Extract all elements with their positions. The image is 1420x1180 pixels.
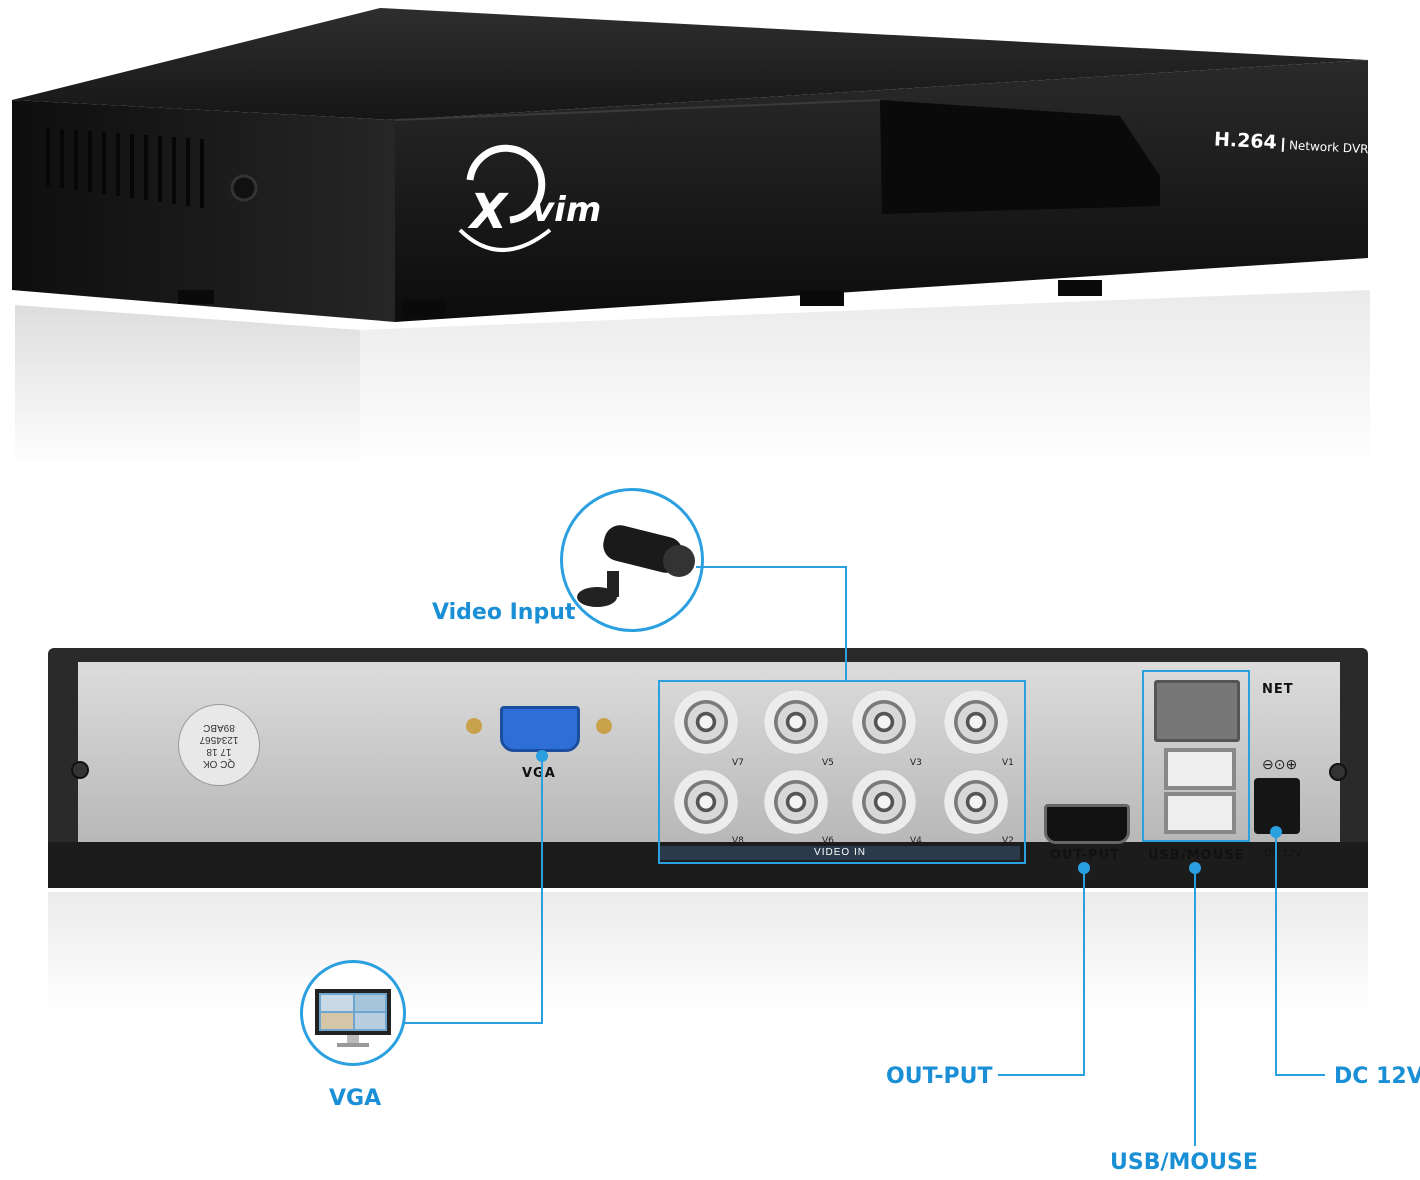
video-in-label: VIDEO IN: [814, 847, 866, 858]
connector-line: [998, 1074, 1085, 1076]
channel-label: V2: [1002, 836, 1014, 846]
connector-line: [400, 1022, 543, 1024]
qc-sticker: QC OK 17 18 1234567 89ABC: [178, 704, 260, 786]
rear-output-label: OUT-PUT: [1050, 848, 1120, 863]
vga-port: [500, 706, 580, 752]
connector-line: [1275, 834, 1277, 1076]
bnc-connector-v5: [764, 690, 828, 754]
sticker-line: 89ABC: [203, 722, 235, 733]
rear-net-label: NET: [1262, 682, 1294, 697]
sticker-line: 17 18: [206, 746, 232, 757]
rear-usb-label: USB/MOUSE: [1148, 848, 1245, 863]
camera-thumbnail: [560, 488, 704, 632]
callout-usb-mouse: USB/MOUSE: [1110, 1150, 1258, 1175]
sticker-line: QC OK: [202, 758, 236, 769]
bnc-connector-v6: [764, 770, 828, 834]
hdmi-port: [1044, 804, 1130, 844]
output-pin-dot: [1078, 862, 1090, 874]
bullet-camera-icon: [577, 525, 695, 607]
channel-label: V8: [732, 836, 744, 846]
dvr-rear-panel: QC OK 17 18 1234567 89ABC VGA V7 V5 V3 V…: [48, 648, 1368, 890]
vga-screw-right: [596, 718, 612, 734]
dvr-front-view: X vim H.264 Network DVR: [0, 0, 1420, 470]
dvr-front-illustration: X: [12, 8, 1370, 470]
callout-video-input: Video Input: [432, 600, 576, 625]
connector-line: [541, 760, 543, 1024]
usb-mouse-highlight: [1142, 670, 1250, 842]
dc-pin-dot: [1270, 826, 1282, 838]
video-input-highlight: [658, 680, 1026, 864]
bnc-connector-v8: [674, 770, 738, 834]
dc-polarity-icon: ⊖⊙⊕: [1262, 756, 1298, 772]
model-label: H.264: [1213, 128, 1278, 154]
channel-label: V4: [910, 836, 922, 846]
connector-line: [696, 566, 846, 568]
usb-pin-dot: [1189, 862, 1201, 874]
vga-pin-dot: [536, 750, 548, 762]
bnc-connector-v4: [852, 770, 916, 834]
sticker-line: 1234567: [199, 734, 239, 745]
brand-logo-text: vim: [532, 190, 602, 230]
connector-line: [1194, 870, 1196, 1146]
usb-port-top: [1164, 748, 1236, 790]
monitor-icon: [315, 989, 391, 1047]
svg-text:X: X: [467, 184, 509, 240]
usb-port-bottom: [1164, 792, 1236, 834]
channel-label: V1: [1002, 758, 1014, 768]
vga-screw-left: [466, 718, 482, 734]
rear-dc-label: DC 12V: [1264, 848, 1302, 859]
rear-vga-label: VGA: [522, 766, 556, 781]
channel-label: V3: [910, 758, 922, 768]
channel-label: V7: [732, 758, 744, 768]
bnc-connector-v2: [944, 770, 1008, 834]
bnc-connector-v3: [852, 690, 916, 754]
bnc-connector-v1: [944, 690, 1008, 754]
callout-output: OUT-PUT: [886, 1064, 993, 1089]
connector-line: [1083, 870, 1085, 1076]
connector-line: [845, 566, 847, 680]
monitor-thumbnail: [300, 960, 406, 1066]
bnc-connector-v7: [674, 690, 738, 754]
video-in-strip: VIDEO IN: [660, 846, 1020, 860]
network-port: [1154, 680, 1240, 742]
callout-dc-12v: DC 12V: [1334, 1064, 1420, 1089]
callout-vga: VGA: [329, 1086, 382, 1111]
rear-panel-reflection: [48, 892, 1368, 1012]
dc-power-jack: [1254, 778, 1300, 834]
connector-line: [1275, 1074, 1325, 1076]
channel-label: V6: [822, 836, 834, 846]
channel-label: V5: [822, 758, 834, 768]
